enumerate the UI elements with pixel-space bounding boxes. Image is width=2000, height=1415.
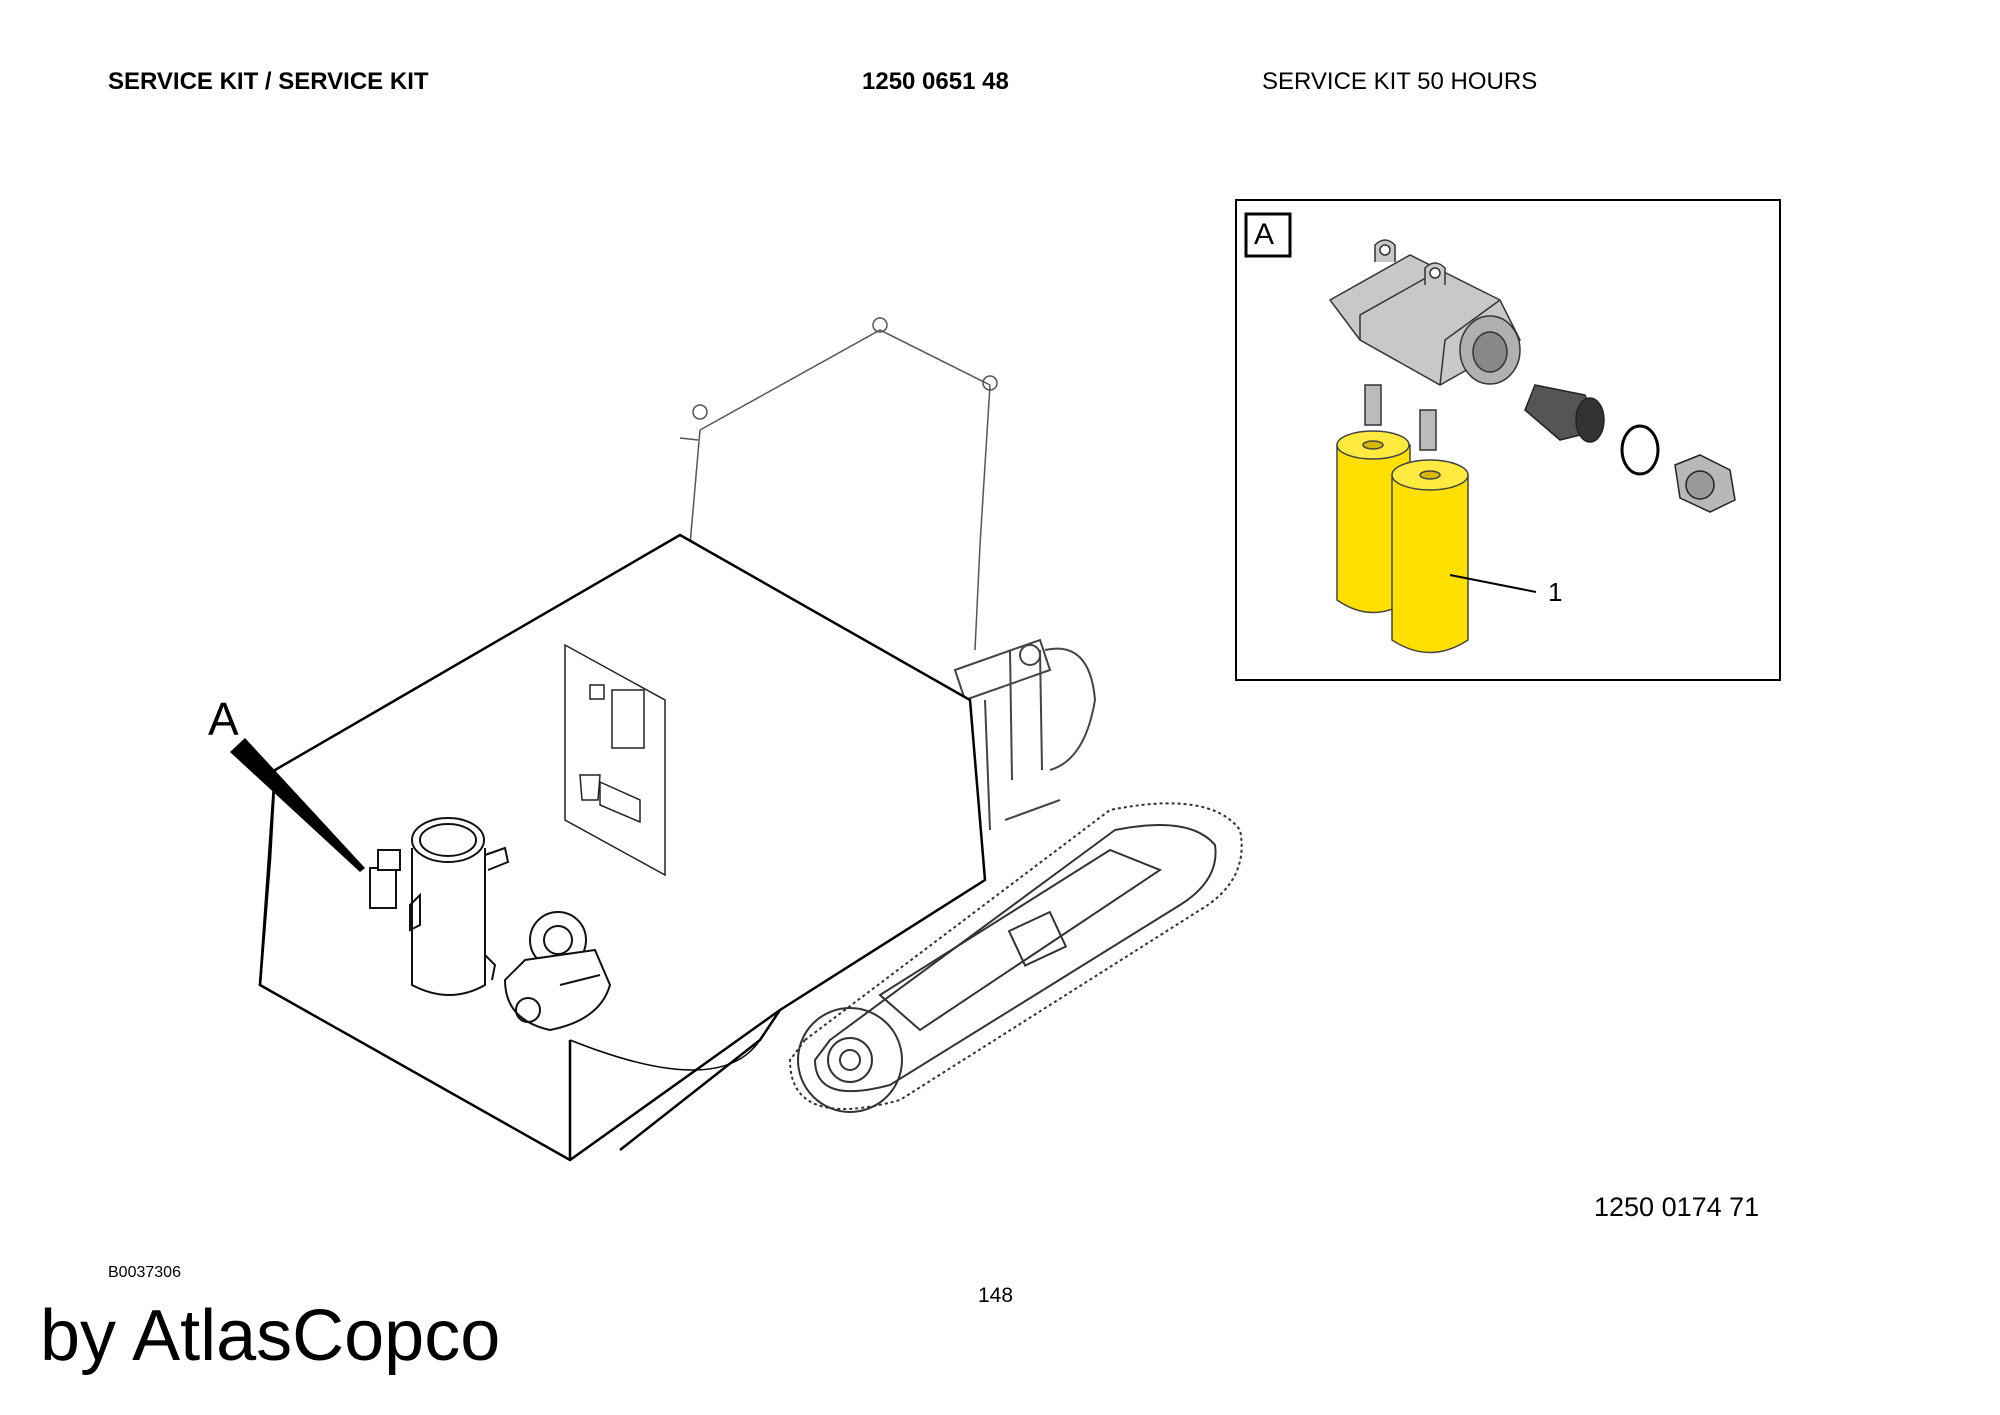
drawing-number: 1250 0174 71	[1594, 1192, 1760, 1222]
detail-box	[1235, 199, 1781, 681]
check-valve	[1524, 384, 1605, 443]
lifting-slings	[679, 317, 998, 651]
filter-manifold	[1328, 239, 1521, 386]
callout-a-label: A	[208, 693, 239, 745]
pump-assembly	[503, 911, 612, 1032]
plug	[1674, 454, 1736, 513]
header-part-number: 1250 0651 48	[862, 68, 1009, 95]
detail-a-label: A	[1254, 218, 1275, 251]
filter-elements	[1336, 430, 1469, 654]
item-leader	[1449, 574, 1537, 593]
mast-structure	[953, 638, 1097, 831]
page-number: 148	[978, 1284, 1014, 1307]
hydraulic-tank	[409, 817, 510, 996]
crawler-track	[788, 802, 1243, 1113]
electrical-panel	[564, 643, 666, 877]
machine-body	[258, 533, 987, 1162]
callout-leader	[230, 738, 365, 872]
filter-location-small	[369, 849, 401, 909]
doc-code: B0037306	[108, 1264, 181, 1281]
detail-label-box	[1244, 212, 1292, 258]
watermark-text: by AtlasCopco	[40, 1296, 501, 1376]
o-ring	[1620, 424, 1660, 476]
nipples	[1364, 384, 1437, 451]
header-description: SERVICE KIT 50 HOURS	[1262, 68, 1538, 95]
header-title: SERVICE KIT / SERVICE KIT	[108, 68, 429, 95]
item-number-label: 1	[1548, 577, 1563, 607]
